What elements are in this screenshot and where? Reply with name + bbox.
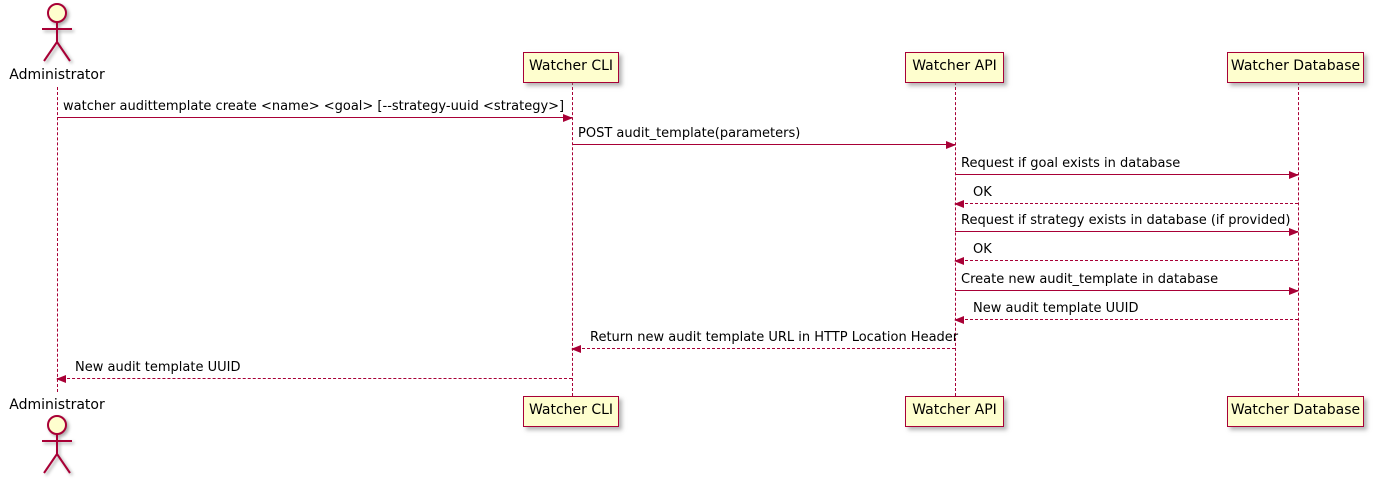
message-label: Return new audit template URL in HTTP Lo… xyxy=(590,330,959,345)
message-new-audit-template-uuid-admin: New audit template UUID xyxy=(56,359,572,383)
arrowhead-left-icon xyxy=(954,316,964,324)
message-line xyxy=(955,319,1298,320)
participant-watcher-api-top: Watcher API xyxy=(905,52,1004,83)
arrowhead-left-icon xyxy=(571,345,581,353)
participant-watcher-database-bottom: Watcher Database xyxy=(1227,396,1364,427)
actor-icon xyxy=(42,3,72,62)
lifeline-watcher-api xyxy=(955,82,956,396)
message-line xyxy=(572,348,955,349)
participant-watcher-api-bottom: Watcher API xyxy=(905,396,1004,427)
message-create-audittemplate: watcher audittemplate create <name> <goa… xyxy=(57,98,573,122)
message-line xyxy=(57,117,572,118)
message-label: Request if strategy exists in database (… xyxy=(961,213,1291,228)
arrowhead-right-icon xyxy=(1289,228,1299,236)
arrowhead-left-icon xyxy=(954,257,964,265)
participant-watcher-database-top: Watcher Database xyxy=(1227,52,1364,83)
message-line xyxy=(57,378,572,379)
message-line xyxy=(955,203,1298,204)
message-new-audit-template-uuid-db: New audit template UUID xyxy=(954,300,1298,324)
arrowhead-right-icon xyxy=(1289,171,1299,179)
message-line xyxy=(572,144,955,145)
lifeline-watcher-database xyxy=(1298,82,1299,396)
arrowhead-right-icon xyxy=(946,141,956,149)
message-label: OK xyxy=(973,242,992,257)
message-post-audit-template: POST audit_template(parameters) xyxy=(572,125,956,149)
message-label: OK xyxy=(973,185,992,200)
lifeline-watcher-cli xyxy=(572,82,573,396)
message-ok-strategy: OK xyxy=(954,241,1298,265)
message-return-url-location-header: Return new audit template URL in HTTP Lo… xyxy=(571,329,959,353)
message-create-audit-template-db: Create new audit_template in database xyxy=(955,271,1299,295)
message-label: Create new audit_template in database xyxy=(961,272,1219,287)
message-label: New audit template UUID xyxy=(75,360,241,375)
message-line xyxy=(955,290,1298,291)
message-line xyxy=(955,260,1298,261)
message-label: New audit template UUID xyxy=(973,301,1139,316)
arrowhead-right-icon xyxy=(563,114,573,122)
participant-watcher-cli-top: Watcher CLI xyxy=(523,52,619,83)
message-label: watcher audittemplate create <name> <goa… xyxy=(63,99,565,114)
participant-watcher-cli-bottom: Watcher CLI xyxy=(523,396,619,427)
message-ok-goal: OK xyxy=(954,184,1298,208)
actor-icon xyxy=(42,415,72,474)
actor-label-top: Administrator xyxy=(9,67,105,83)
message-request-goal-exists: Request if goal exists in database xyxy=(955,155,1299,179)
arrowhead-left-icon xyxy=(56,375,66,383)
message-line xyxy=(955,231,1298,232)
actor-label-bottom: Administrator xyxy=(9,397,105,413)
lifeline-administrator xyxy=(57,87,58,392)
message-label: Request if goal exists in database xyxy=(961,156,1181,171)
message-request-strategy-exists: Request if strategy exists in database (… xyxy=(955,212,1299,236)
arrowhead-right-icon xyxy=(1289,287,1299,295)
arrowhead-left-icon xyxy=(954,200,964,208)
message-line xyxy=(955,174,1298,175)
message-label: POST audit_template(parameters) xyxy=(578,126,801,141)
